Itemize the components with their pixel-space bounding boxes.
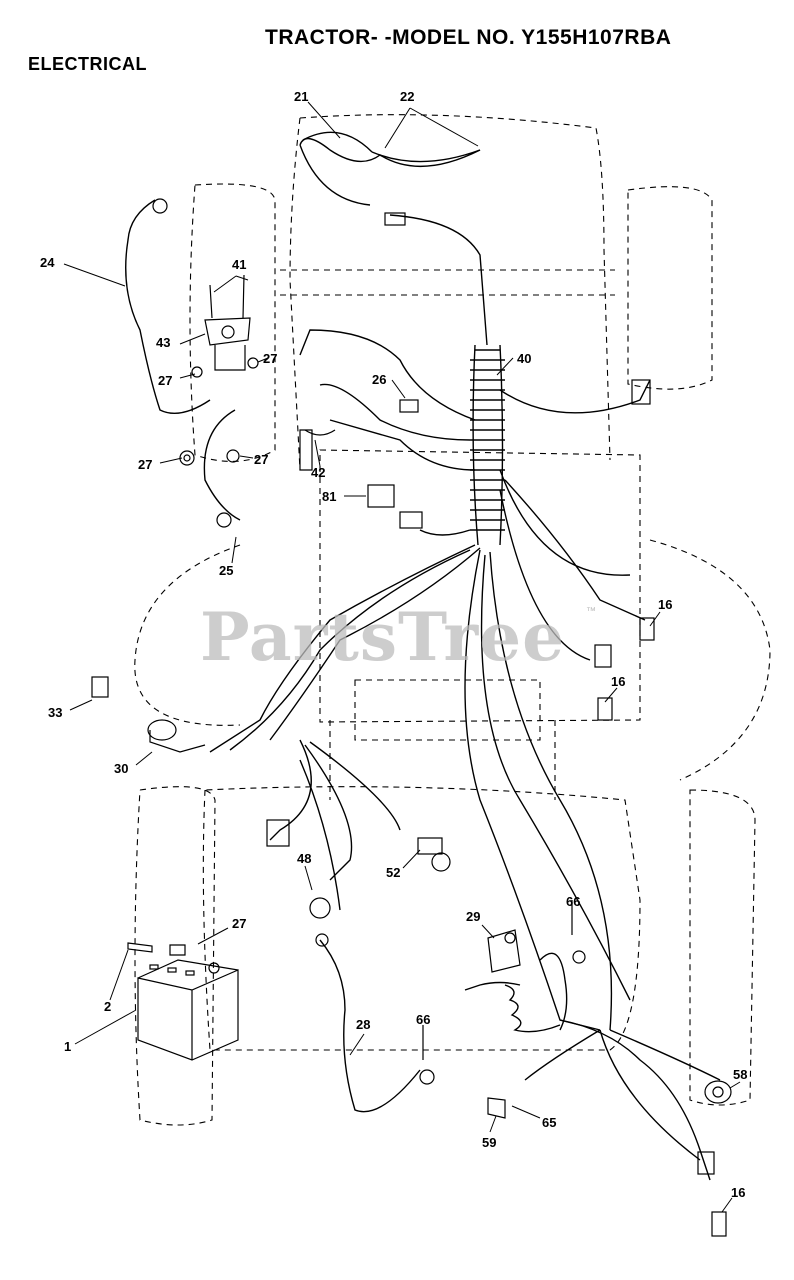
callout-1: 1: [64, 1039, 72, 1054]
callout-25: 25: [219, 563, 234, 578]
callout-27: 27: [138, 457, 153, 472]
callout-81: 81: [322, 489, 337, 504]
callout-27: 27: [263, 351, 278, 366]
callout-28: 28: [356, 1017, 371, 1032]
callout-2: 2: [104, 999, 112, 1014]
callout-16: 16: [658, 597, 673, 612]
callout-48: 48: [297, 851, 312, 866]
leader-lines: [63, 101, 741, 1213]
callout-21: 21: [294, 89, 309, 104]
callout-27: 27: [158, 373, 173, 388]
callout-66: 66: [416, 1012, 431, 1027]
callout-16: 16: [611, 674, 626, 689]
callout-16: 16: [731, 1185, 746, 1200]
callout-33: 33: [48, 705, 63, 720]
callout-30: 30: [114, 761, 129, 776]
callout-27: 27: [232, 916, 247, 931]
callout-59: 59: [482, 1135, 497, 1150]
callout-58: 58: [733, 1067, 748, 1082]
callout-43: 43: [156, 335, 171, 350]
callout-65: 65: [542, 1115, 557, 1130]
diagram-title: TRACTOR- -MODEL NO. Y155H107RBA: [265, 26, 672, 49]
callout-40: 40: [517, 351, 532, 366]
wire-harness: [125, 131, 721, 1181]
callout-41: 41: [232, 257, 247, 272]
callout-26: 26: [372, 372, 387, 387]
callout-29: 29: [466, 909, 481, 924]
watermark-text: PartsTree: [200, 598, 566, 676]
callout-24: 24: [40, 255, 55, 270]
callout-42: 42: [311, 465, 326, 480]
callout-52: 52: [386, 865, 401, 880]
section-label: ELECTRICAL: [28, 54, 147, 74]
watermark-trademark: ™: [586, 606, 596, 617]
components: [91, 198, 732, 1237]
callout-27: 27: [254, 452, 269, 467]
callout-22: 22: [400, 89, 415, 104]
callout-66: 66: [566, 894, 581, 909]
